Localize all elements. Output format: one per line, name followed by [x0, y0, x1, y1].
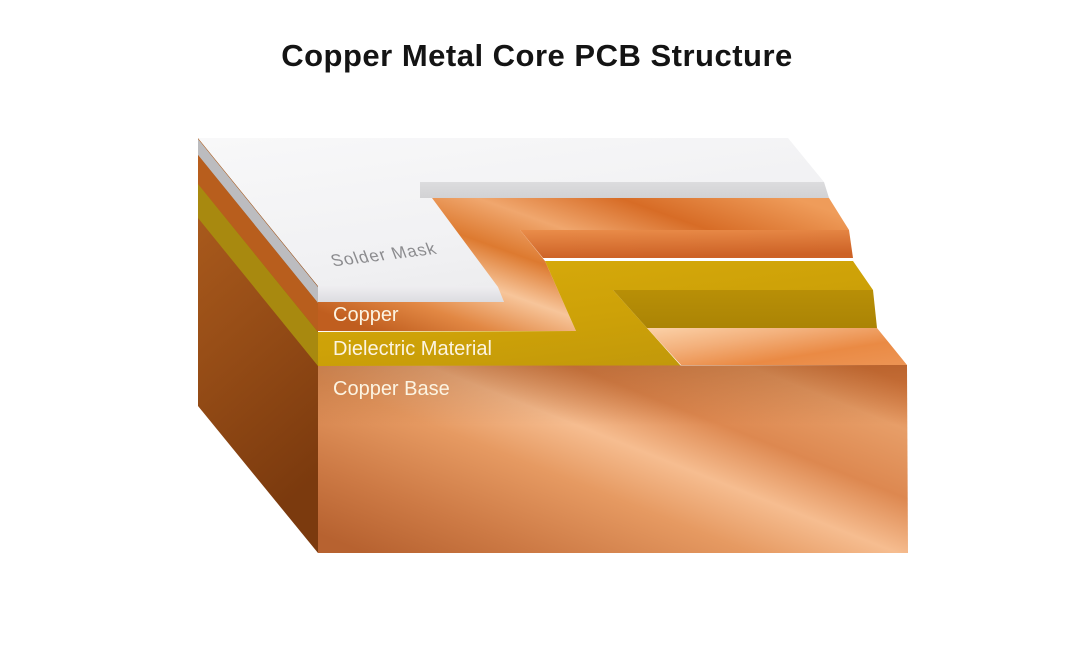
- copper-left-edge: [198, 155, 318, 332]
- copper-layer-surface: [318, 198, 849, 331]
- solder-mask-left-edge: [198, 139, 318, 303]
- copper-cut-face: [520, 230, 853, 258]
- page-title: Copper Metal Core PCB Structure: [281, 38, 793, 73]
- solder-mask-front-face: [318, 286, 504, 302]
- copper-base-front-top-shadow: [318, 365, 907, 425]
- dielectric-cut-face: [613, 290, 877, 328]
- dielectric-surface: [318, 261, 873, 366]
- solder-mask-top-face: [198, 138, 824, 286]
- copper-base-top-face: [647, 328, 907, 365]
- solder-mask-cut-face: [420, 182, 829, 198]
- dielectric-left-edge: [198, 184, 318, 366]
